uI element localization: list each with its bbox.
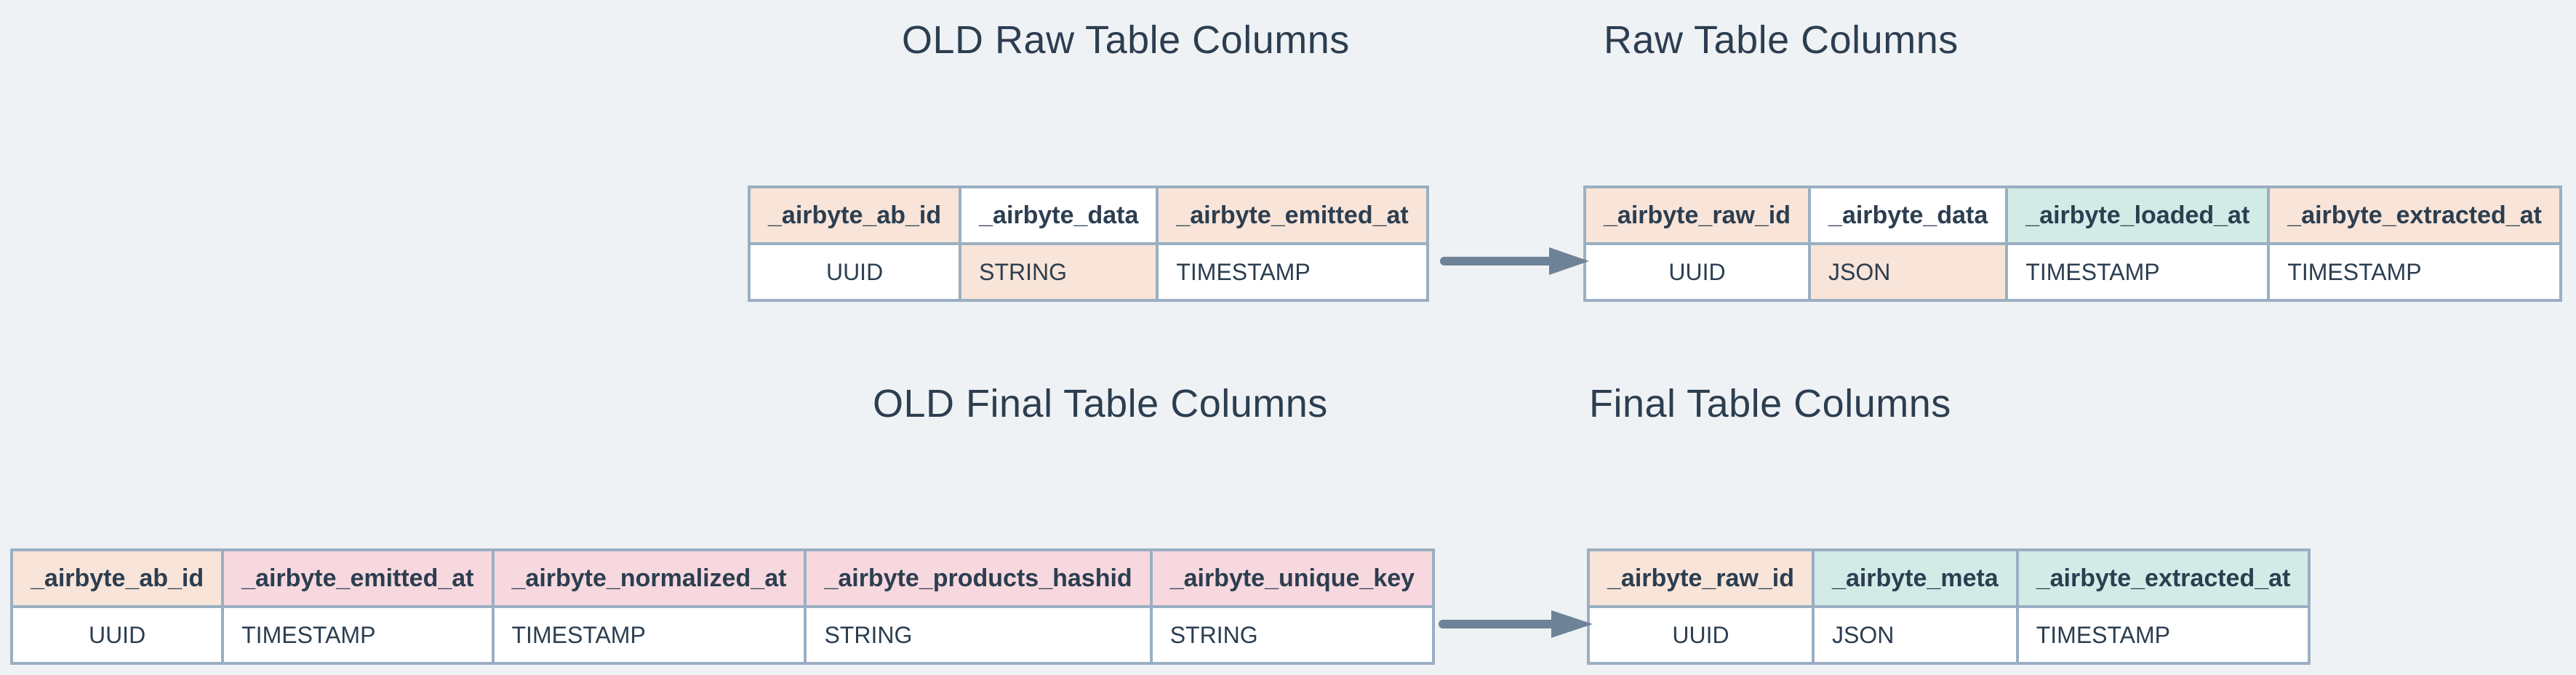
- title-old-raw-table-columns: OLD Raw Table Columns: [902, 18, 1350, 62]
- column-header-cell: _airbyte_emitted_at: [1156, 185, 1429, 245]
- table-header-row: _airbyte_raw_id_airbyte_data_airbyte_loa…: [1583, 185, 2562, 245]
- column-type-cell: TIMESTAMP: [1156, 242, 1429, 302]
- table-old-raw-columns: _airbyte_ab_id_airbyte_data_airbyte_emit…: [747, 185, 1429, 302]
- column-header-cell: _airbyte_ab_id: [747, 185, 962, 245]
- column-type-cell: STRING: [804, 605, 1153, 665]
- column-header-cell: _airbyte_products_hashid: [804, 548, 1153, 608]
- arrow-right-icon: [1439, 610, 1593, 638]
- table-final-columns: _airbyte_raw_id_airbyte_meta_airbyte_ext…: [1586, 548, 2311, 665]
- column-header-cell: _airbyte_meta: [1812, 548, 2019, 608]
- column-type-cell: TIMESTAMP: [221, 605, 495, 665]
- column-header-cell: _airbyte_extracted_at: [2267, 185, 2562, 245]
- column-type-cell: JSON: [1808, 242, 2009, 302]
- column-type-cell: TIMESTAMP: [2015, 605, 2311, 665]
- column-header-cell: _airbyte_normalized_at: [491, 548, 807, 608]
- table-header-row: _airbyte_raw_id_airbyte_meta_airbyte_ext…: [1586, 548, 2311, 608]
- column-type-cell: UUID: [9, 605, 225, 665]
- column-type-cell: TIMESTAMP: [2005, 242, 2271, 302]
- column-header-cell: _airbyte_loaded_at: [2005, 185, 2271, 245]
- column-header-cell: _airbyte_extracted_at: [2015, 548, 2311, 608]
- column-header-cell: _airbyte_unique_key: [1149, 548, 1436, 608]
- column-type-cell: STRING: [959, 242, 1159, 302]
- column-header-cell: _airbyte_raw_id: [1583, 185, 1812, 245]
- table-header-row: _airbyte_ab_id_airbyte_emitted_at_airbyt…: [9, 548, 1436, 608]
- column-type-cell: TIMESTAMP: [2267, 242, 2562, 302]
- arrow-right-icon-final: [1439, 607, 1593, 641]
- table-raw-columns: _airbyte_raw_id_airbyte_data_airbyte_loa…: [1583, 185, 2562, 302]
- table-header-row: _airbyte_ab_id_airbyte_data_airbyte_emit…: [747, 185, 1429, 245]
- column-header-cell: _airbyte_ab_id: [9, 548, 225, 608]
- arrow-right-icon: [1440, 247, 1589, 275]
- table-old-final-columns: _airbyte_ab_id_airbyte_emitted_at_airbyt…: [9, 548, 1436, 665]
- title-old-final-table-columns: OLD Final Table Columns: [873, 382, 1328, 426]
- title-raw-table-columns: Raw Table Columns: [1604, 18, 1959, 62]
- column-header-cell: _airbyte_data: [959, 185, 1159, 245]
- column-header-cell: _airbyte_data: [1808, 185, 2009, 245]
- column-type-cell: UUID: [1586, 605, 1815, 665]
- title-final-table-columns: Final Table Columns: [1589, 382, 1951, 426]
- column-type-cell: TIMESTAMP: [491, 605, 807, 665]
- column-header-cell: _airbyte_raw_id: [1586, 548, 1815, 608]
- column-type-cell: UUID: [1583, 242, 1812, 302]
- column-type-cell: JSON: [1812, 605, 2019, 665]
- column-header-cell: _airbyte_emitted_at: [221, 548, 495, 608]
- column-type-cell: STRING: [1149, 605, 1436, 665]
- column-type-cell: UUID: [747, 242, 962, 302]
- arrow-right-icon-raw: [1440, 244, 1589, 278]
